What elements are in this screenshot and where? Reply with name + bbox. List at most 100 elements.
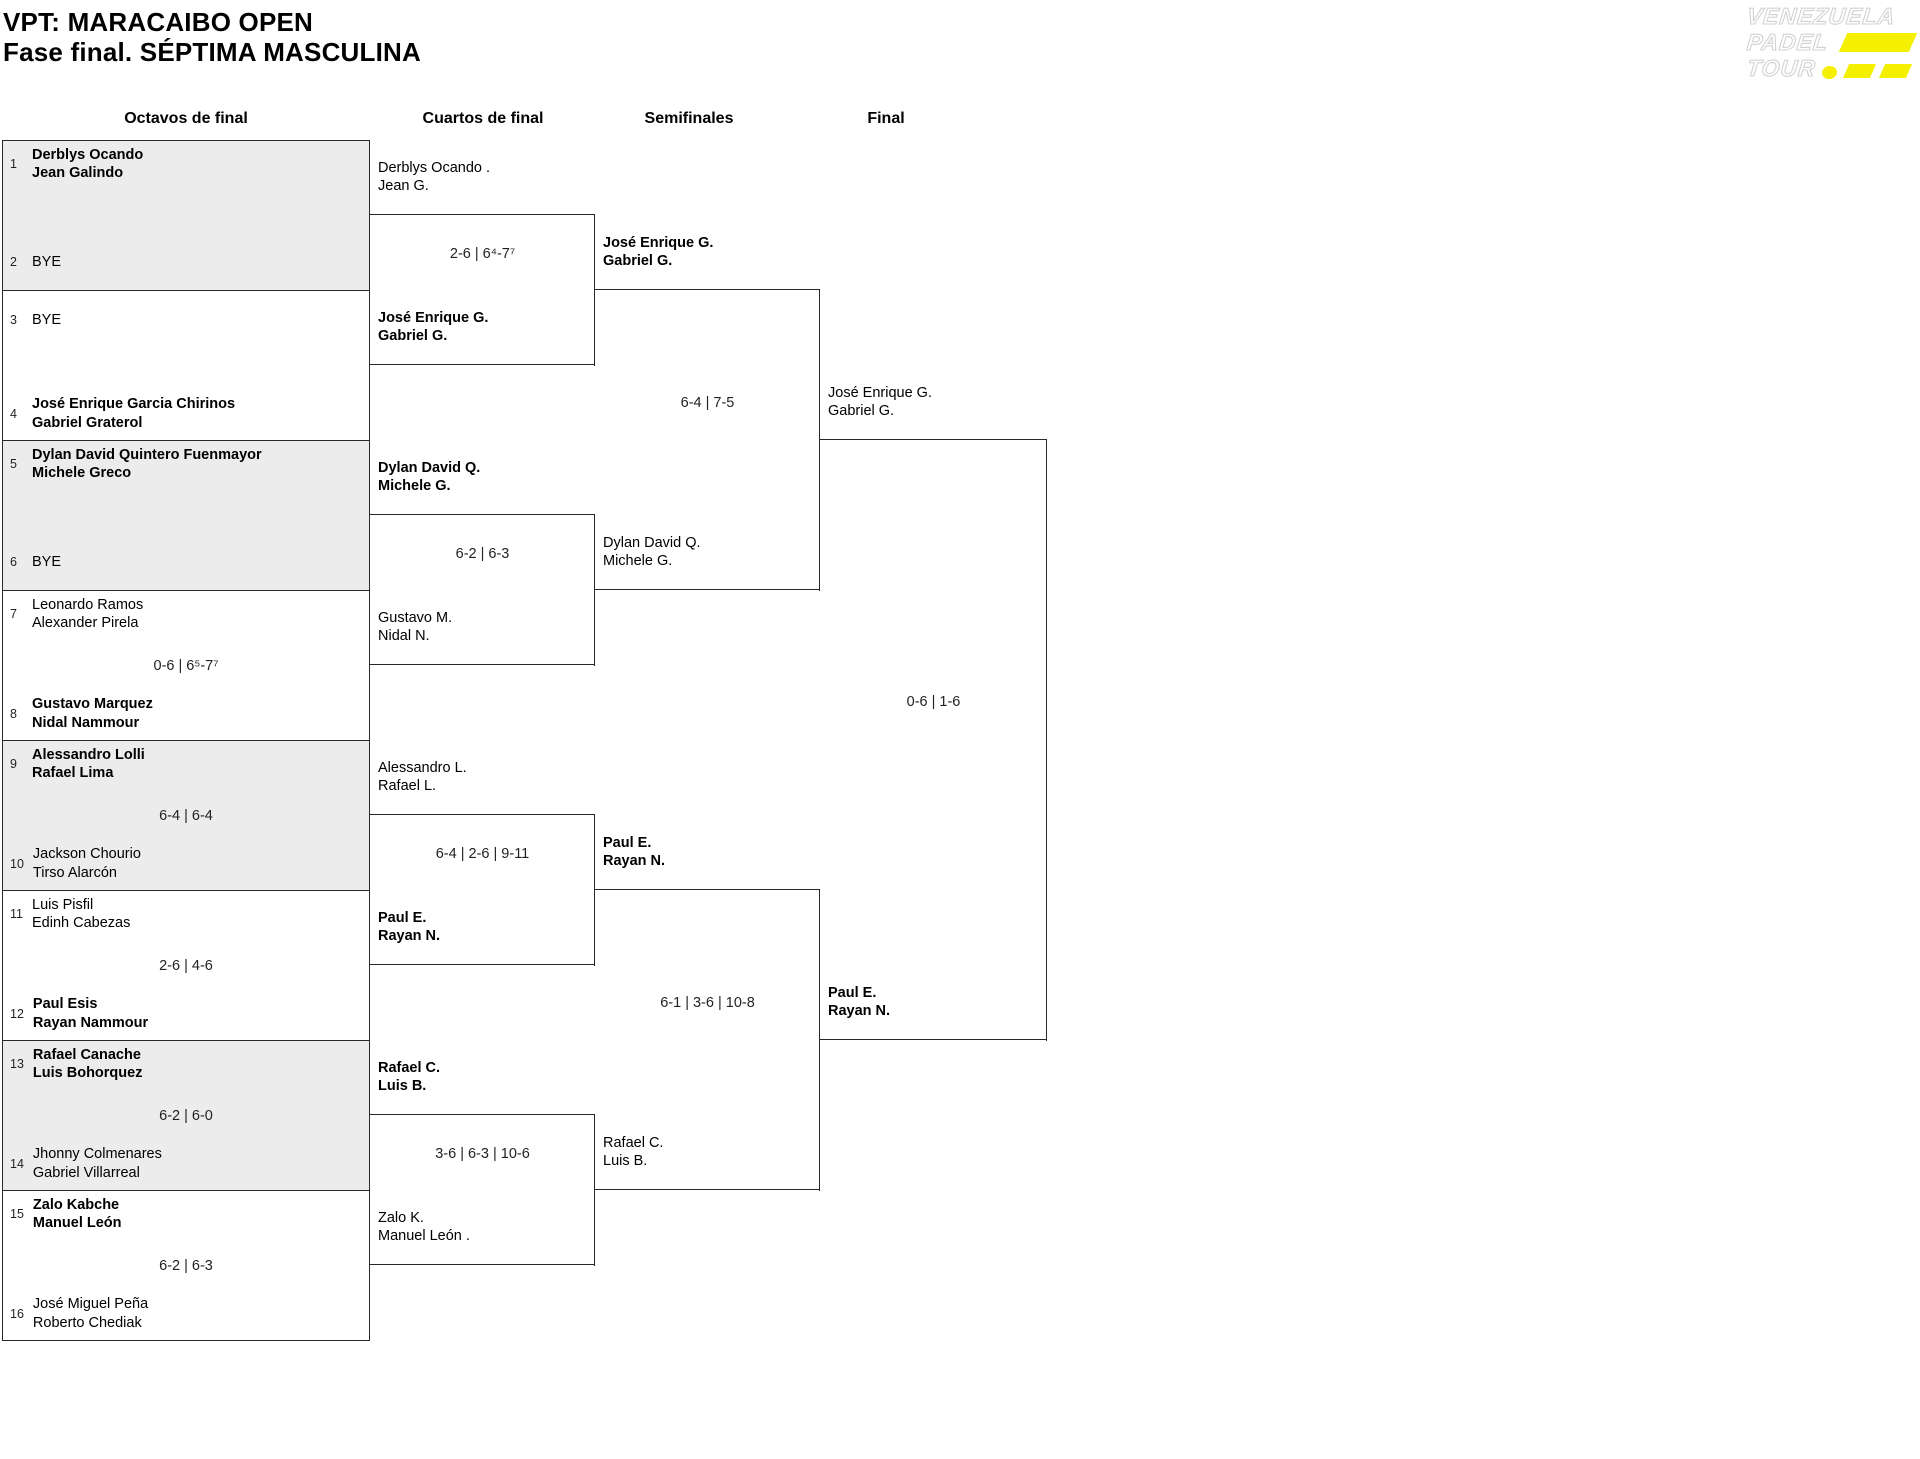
player-name: Jackson Chourio — [32, 846, 141, 863]
player-name: Luis Bohorquez — [32, 1065, 143, 1082]
player-name: Jhonny Colmenares — [32, 1146, 162, 1163]
team-names: Gustavo M. Nidal N. — [378, 609, 452, 646]
team-names: Leonardo Ramos Alexander Pirela — [32, 596, 143, 633]
player-name: Rayan Nammour — [32, 1014, 149, 1031]
player-name: Zalo K. — [378, 1210, 424, 1226]
bye-label: BYE — [32, 312, 62, 328]
r16-slot: 3 BYE — [10, 311, 363, 329]
player-name: Gabriel G. — [603, 253, 673, 270]
team-names: Derblys Ocando Jean Galindo — [32, 146, 143, 183]
player-name: Paul E. — [828, 985, 877, 1001]
match-score: 6-2 | 6-0 — [159, 1107, 213, 1124]
player-name: José Enrique G. — [378, 310, 489, 326]
team-names: Luis Pisfil Edinh Cabezas — [32, 896, 130, 933]
match-score: 2-6 | 4-6 — [159, 957, 213, 974]
player-name: Alexander Pirela — [32, 615, 139, 632]
seed-number: 1 — [10, 157, 17, 172]
r16-match-5: 9 Alessandro Lolli Rafael Lima 6-4 | 6-4… — [2, 740, 370, 891]
vpt-logo: VENEZUELA PADEL TOUR — [1745, 2, 1918, 81]
bracket-line — [820, 1039, 1047, 1041]
player-name: José Miguel Peña — [32, 1296, 149, 1313]
bracket-line — [370, 364, 595, 366]
player-name: Rafael L. — [378, 778, 437, 795]
r16-slot: 6 BYE — [10, 553, 363, 571]
bracket-line — [595, 889, 820, 891]
seed-number: 12 — [10, 1006, 24, 1021]
team-names: Zalo Kabche Manuel León — [33, 1196, 122, 1233]
team-names: Rafael C. Luis B. — [378, 1059, 440, 1096]
team-names: Paul E. Rayan N. — [378, 909, 440, 946]
round-header-octavos: Octavos de final — [124, 110, 248, 127]
r16-slot: 14 Jhonny Colmenares Gabriel Villarreal — [10, 1145, 363, 1182]
player-name: Michele G. — [378, 478, 451, 495]
player-name: Rafael C. — [378, 1060, 441, 1076]
seed-number: 5 — [10, 457, 17, 472]
player-name: Rayan N. — [603, 853, 666, 870]
player-name: Jean Galindo — [32, 165, 124, 182]
bracket-line — [370, 1114, 595, 1116]
bracket-line — [593, 1114, 595, 1266]
player-name: Edinh Cabezas — [32, 915, 131, 932]
bracket-line — [370, 514, 595, 516]
player-name: José Enrique G. — [603, 235, 714, 251]
player-name: Gabriel G. — [828, 403, 895, 420]
seed-number: 13 — [10, 1057, 24, 1072]
seed-number: 15 — [10, 1207, 24, 1222]
match-score: 0-6 | 6⁵-7⁷ — [153, 657, 219, 674]
round-header-semifinales: Semifinales — [644, 110, 734, 127]
player-name: Gustavo M. — [378, 610, 453, 626]
team-names: Derblys Ocando . Jean G. — [378, 159, 490, 196]
player-name: Rayan N. — [378, 928, 441, 945]
logo-row: TOUR — [1745, 54, 1917, 81]
bracket-line — [595, 589, 820, 591]
seed-number: 6 — [10, 554, 17, 569]
player-name: Jean G. — [378, 178, 429, 195]
player-name: Michele G. — [603, 553, 673, 570]
page-title: VPT: MARACAIBO OPEN — [3, 7, 314, 37]
r16-slot: 9 Alessandro Lolli Rafael Lima — [10, 746, 363, 783]
seed-number: 11 — [10, 907, 23, 922]
r16-slot: 1 Derblys Ocando Jean Galindo — [10, 146, 363, 183]
bracket-line — [370, 814, 595, 816]
seed-number: 2 — [10, 254, 17, 269]
team-names: Gustavo Marquez Nidal Nammour — [32, 695, 153, 732]
match-score: 6-4 | 2-6 | 9-11 — [435, 846, 530, 862]
match-score: 6-1 | 3-6 | 10-8 — [660, 995, 755, 1011]
page-subtitle: Fase final. SÉPTIMA MASCULINA — [3, 37, 421, 68]
bracket-line — [820, 439, 1047, 441]
player-name: Rafael C. — [603, 1135, 664, 1151]
player-name: Gustavo Marquez — [32, 696, 153, 713]
round-header-cuartos: Cuartos de final — [422, 110, 544, 127]
player-name: Paul E. — [378, 910, 427, 926]
bracket-line — [1045, 439, 1047, 1041]
r16-slot: 16 José Miguel Peña Roberto Chediak — [10, 1295, 363, 1332]
player-name: Luis B. — [378, 1078, 427, 1095]
player-name: José Enrique G. — [828, 385, 932, 401]
player-name: Luis Pisfil — [32, 897, 94, 913]
bracket-line — [370, 1264, 595, 1266]
bye-label: BYE — [32, 253, 62, 270]
r16-slot: 13 Rafael Canache Luis Bohorquez — [10, 1046, 363, 1083]
r16-slot: 8 Gustavo Marquez Nidal Nammour — [10, 695, 363, 732]
r16-slot: 5 Dylan David Quintero Fuenmayor Michele… — [10, 446, 363, 483]
bracket-line — [370, 664, 595, 666]
match-score: 0-6 | 1-6 — [906, 694, 961, 710]
team-names: Dylan David Q. Michele G. — [378, 459, 480, 496]
player-name: Tirso Alarcón — [32, 864, 117, 881]
player-name: Rayan N. — [828, 1003, 891, 1020]
player-name: Nidal Nammour — [32, 714, 140, 731]
team-names: Dylan David Quintero Fuenmayor Michele G… — [32, 446, 262, 483]
team-names: Dylan David Q. Michele G. — [603, 534, 701, 571]
logo-word-venezuela: VENEZUELA — [1745, 2, 1897, 29]
team-names: BYE — [32, 253, 61, 271]
r16-match-2: 3 BYE 4 José Enrique Garcia Chirinos Gab… — [2, 290, 370, 441]
seed-number: 7 — [10, 607, 17, 622]
player-name: Dylan David Q. — [378, 460, 481, 476]
player-name: Manuel León — [32, 1215, 122, 1232]
bracket-line — [595, 1189, 820, 1191]
team-names: Alessandro L. Rafael L. — [378, 759, 467, 796]
logo-bar-icon — [1842, 63, 1876, 78]
team-names: BYE — [32, 311, 61, 329]
bracket-line — [818, 889, 820, 1191]
